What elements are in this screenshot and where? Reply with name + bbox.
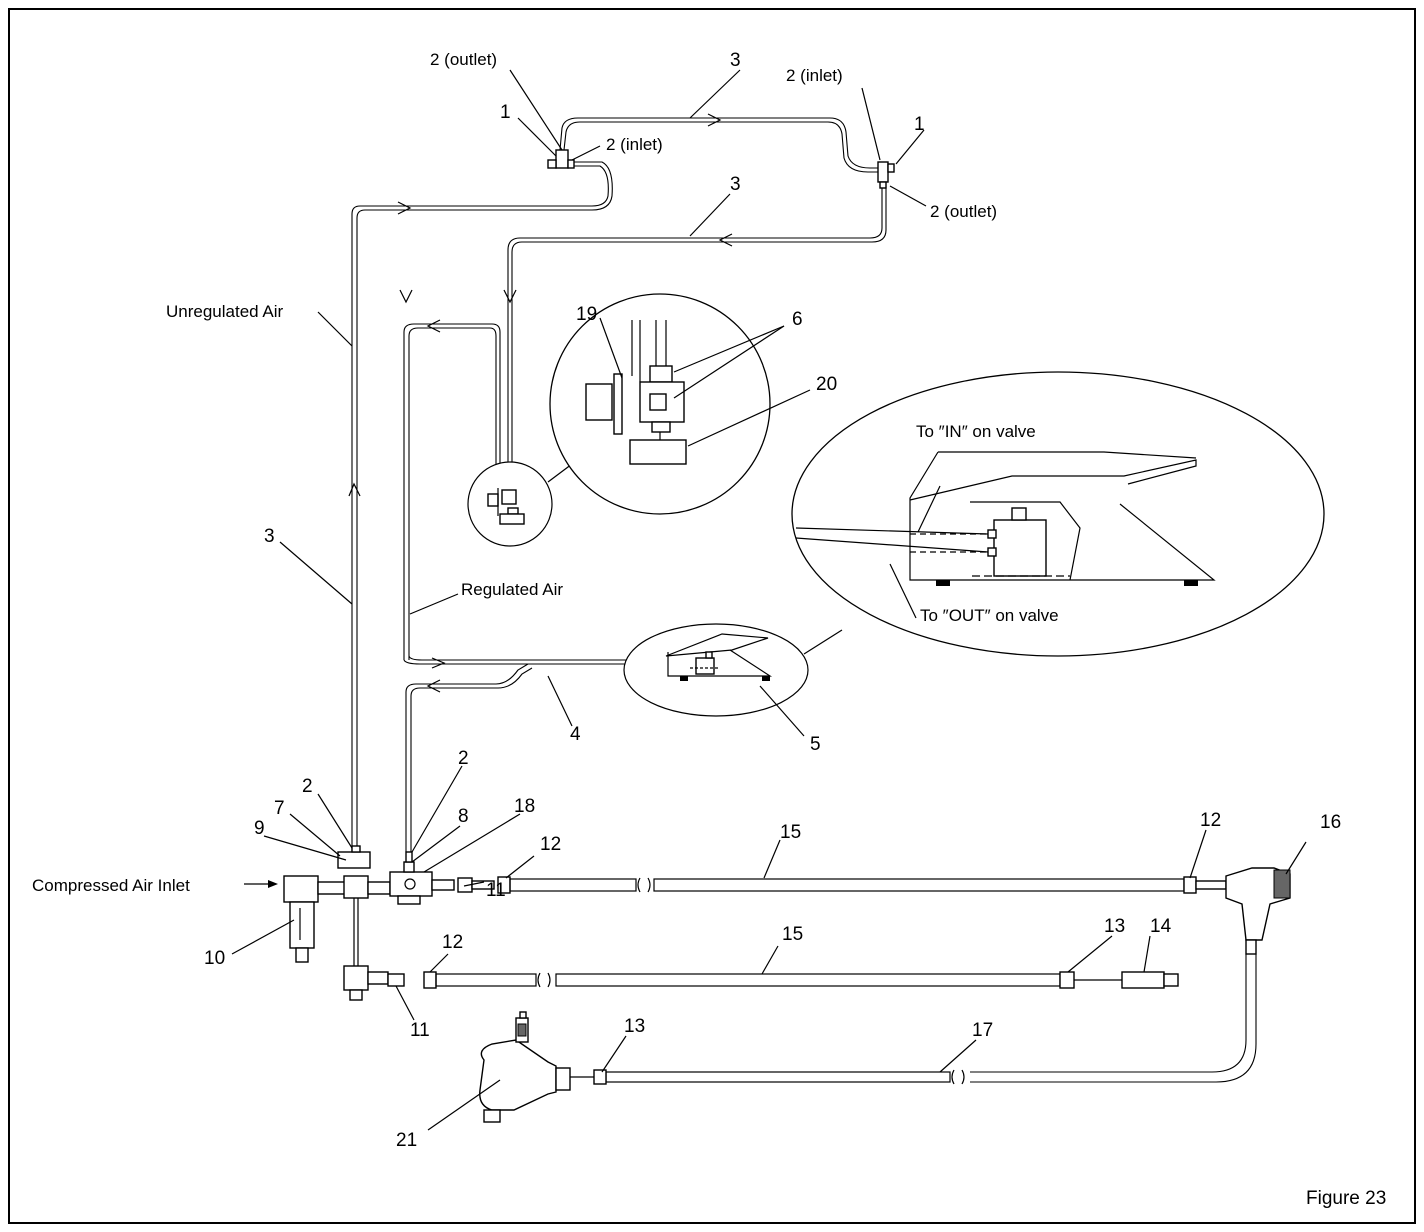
callout-16: 16	[1320, 812, 1341, 833]
callout-11: 11	[410, 1020, 430, 1041]
callout-5: 5	[810, 734, 821, 755]
callout-12: 12	[540, 834, 561, 855]
figure-caption: Figure 23	[1306, 1188, 1386, 1209]
callout-19: 19	[576, 304, 597, 325]
label-to-in-on-valve: To ″IN″ on valve	[916, 422, 1036, 441]
label-2-outlet-right: 2 (outlet)	[930, 202, 997, 221]
callout-10: 10	[204, 948, 225, 969]
label-unregulated-air: Unregulated Air	[166, 302, 284, 321]
callout-9: 9	[254, 818, 265, 839]
callout-4: 4	[570, 724, 581, 745]
label-2-outlet-top: 2 (outlet)	[430, 50, 497, 69]
valve-small-detail	[467, 461, 573, 547]
hose-lower	[387, 971, 1179, 989]
callout-6: 6	[792, 309, 803, 330]
callout-3: 3	[264, 526, 275, 547]
callout-2: 2	[302, 776, 313, 797]
sprayer-21	[479, 1011, 571, 1123]
callout-15: 15	[782, 924, 803, 945]
callout-18: 18	[514, 796, 535, 817]
callout-21: 21	[396, 1130, 417, 1151]
callout-15: 15	[780, 822, 801, 843]
callout-1: 1	[500, 102, 511, 123]
label-2-inlet-top-right: 2 (inlet)	[786, 66, 843, 85]
valve-large-detail	[549, 293, 771, 515]
callout-12: 12	[442, 932, 463, 953]
callout-7: 7	[274, 798, 285, 819]
labels: 2 (outlet) 1 2 (inlet) 3 2 (inlet) 1 2 (…	[32, 50, 1386, 1209]
callout-20: 20	[816, 374, 837, 395]
callout-2: 2	[458, 748, 469, 769]
figure-border	[8, 8, 1416, 1224]
callout-13: 13	[624, 1016, 645, 1037]
callout-17: 17	[972, 1020, 993, 1041]
callout-8: 8	[458, 806, 469, 827]
tee-fitting-top-right	[877, 161, 895, 189]
callout-3: 3	[730, 174, 741, 195]
callout-1: 1	[914, 114, 925, 135]
tubing-regulated	[399, 289, 670, 852]
hose-17	[570, 954, 1257, 1085]
filter-regulator-assembly	[283, 845, 433, 1001]
label-compressed-air-inlet: Compressed Air Inlet	[32, 876, 190, 895]
leader-lines	[231, 69, 1307, 1131]
callout-11: 11	[486, 880, 506, 901]
tubing-unregulated	[348, 113, 887, 852]
callout-3: 3	[730, 50, 741, 71]
label-to-out-on-valve: To ″OUT″ on valve	[920, 606, 1059, 625]
callout-13: 13	[1104, 916, 1125, 937]
foot-pedal-large-detail	[791, 371, 1325, 657]
foot-pedal-small	[623, 623, 843, 717]
hose-upper	[431, 876, 1227, 894]
callout-14: 14	[1150, 916, 1172, 937]
label-regulated-air: Regulated Air	[461, 580, 563, 599]
label-2-inlet-top-left: 2 (inlet)	[606, 135, 663, 154]
callout-12: 12	[1200, 810, 1221, 831]
blow-gun	[1225, 867, 1291, 955]
